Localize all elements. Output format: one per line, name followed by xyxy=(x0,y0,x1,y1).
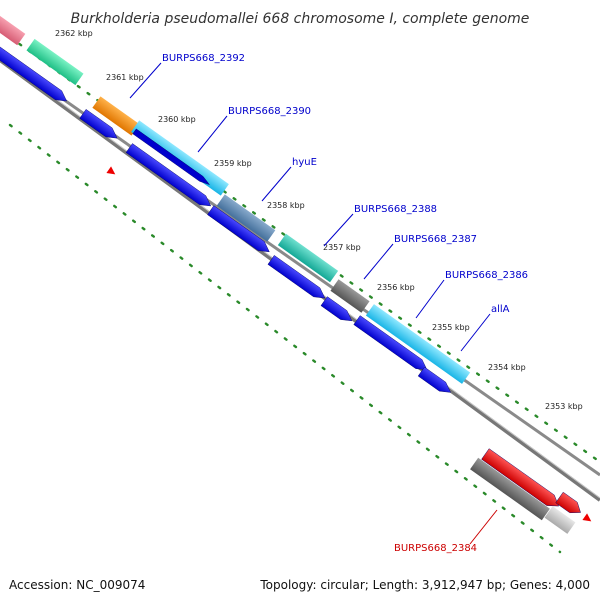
topology-summary: Topology: circular; Length: 3,912,947 bp… xyxy=(260,578,590,592)
cds-red-1 xyxy=(481,448,559,507)
gene-block-green xyxy=(26,38,84,86)
label-leader-line xyxy=(197,115,228,153)
tick-label: 2354 kbp xyxy=(488,363,526,372)
cds-red-2 xyxy=(555,491,581,514)
label-leader-line xyxy=(129,62,162,99)
label-leader-line xyxy=(469,509,498,545)
gene-block-cyan-2386 xyxy=(365,304,471,384)
cds-blue-3 xyxy=(125,143,212,207)
label-leader-line xyxy=(261,166,292,202)
tick-label: 2356 kbp xyxy=(377,283,415,292)
tick-label: 2360 kbp xyxy=(158,115,196,124)
small-red-arrow xyxy=(106,166,116,175)
small-red-arrow xyxy=(582,513,592,522)
gene-label: BURPS668_2387 xyxy=(394,234,477,245)
cds-blue-1 xyxy=(0,44,68,102)
tick-label: 2361 kbp xyxy=(106,73,144,82)
cds-blue-5 xyxy=(267,255,326,299)
cds-blue-9 xyxy=(132,128,211,186)
inner-dotted-ring xyxy=(8,123,562,554)
cds-blue-2 xyxy=(79,109,118,139)
cds-blue-6 xyxy=(320,296,353,322)
gene-block-light xyxy=(544,506,576,534)
gene-block-steel xyxy=(216,194,276,242)
tick-label: 2355 kbp xyxy=(432,323,470,332)
tick-label: 2359 kbp xyxy=(214,159,252,168)
tick-label: 2358 kbp xyxy=(267,201,305,210)
gene-block-teal xyxy=(277,233,339,283)
gene-block-gray-2384 xyxy=(470,457,550,521)
gene-block-orange xyxy=(92,96,140,136)
cds-blue-7 xyxy=(353,315,428,371)
gene-label: BURPS668_2384 xyxy=(394,543,477,554)
gene-label: BURPS668_2392 xyxy=(162,53,245,64)
map-title: Burkholderia pseudomallei 668 chromosome… xyxy=(71,11,530,27)
gene-label: hyuE xyxy=(292,157,317,168)
accession-text: Accession: NC_009074 xyxy=(9,578,146,592)
gene-label: BURPS668_2388 xyxy=(354,204,437,215)
gene-label: allA xyxy=(491,304,510,315)
label-leader-line xyxy=(460,313,491,352)
gene-block-cyan-2390 xyxy=(131,120,229,196)
label-leader-line xyxy=(323,213,354,247)
tick-label: 2362 kbp xyxy=(55,29,93,38)
tick-label: 2353 kbp xyxy=(545,402,583,411)
cds-blue-4 xyxy=(207,205,270,253)
gene-label: BURPS668_2390 xyxy=(228,106,311,117)
tick-label: 2357 kbp xyxy=(323,243,361,252)
gene-label: BURPS668_2386 xyxy=(445,270,528,281)
label-leader-line xyxy=(415,279,445,319)
gene-block-pink xyxy=(0,10,26,46)
gene-block-gray xyxy=(330,279,370,313)
label-leader-line xyxy=(363,243,394,280)
cds-blue-8 xyxy=(417,366,452,393)
